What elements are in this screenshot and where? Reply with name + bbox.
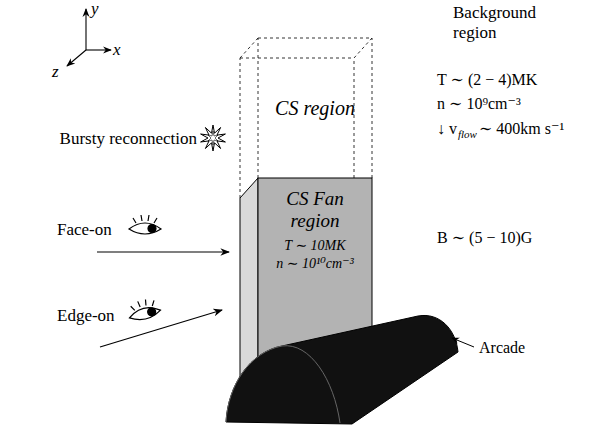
view-label: Face-on: [57, 220, 112, 240]
region-heading: Background region: [453, 3, 553, 42]
region-title: CS region: [275, 97, 355, 120]
eye-outline: [128, 304, 162, 322]
dashed-edge: [240, 58, 354, 59]
dashed-edge: [354, 38, 372, 58]
view-label: Edge-on: [57, 306, 115, 326]
dashed-edge: [258, 38, 372, 39]
arcade-shape: [226, 315, 458, 424]
region-box: CS region: [258, 38, 372, 178]
eye-icon: [129, 215, 161, 234]
z-axis: [67, 50, 86, 66]
region-value: n ∼ 10¹⁰cm⁻³: [276, 256, 353, 272]
axis-label: y: [91, 0, 99, 19]
eye-icon: [126, 297, 162, 323]
view-arrow: [100, 310, 222, 347]
burst-symbol: [201, 125, 226, 151]
arcade-leader: [452, 338, 474, 347]
parameter-label: T ∼ (2 − 4)MK: [437, 71, 537, 89]
arcade-front-edge: [226, 346, 340, 423]
dashed-edge: [240, 38, 258, 58]
fan-region-box: CS Fan region T ∼ 10MK n ∼ 10¹⁰cm⁻³: [258, 178, 372, 326]
eye-lashes: [130, 298, 155, 312]
parameter-label: B ∼ (5 − 10)G: [437, 229, 532, 247]
dashed-edge: [372, 38, 373, 178]
parameter-row: ↓ vflow∼ 400km s⁻¹: [437, 120, 564, 138]
region-value: T ∼ 10MK: [284, 238, 345, 254]
eye-lashes: [133, 215, 157, 223]
dashed-edge: [240, 58, 241, 198]
event-label: Bursty reconnection: [60, 129, 197, 149]
region-title: CS Fan region: [268, 188, 362, 232]
part-label: Arcade: [479, 339, 525, 357]
parameter-label: ↓ v: [437, 120, 457, 138]
eye-pupil: [148, 225, 156, 233]
axis-label: x: [113, 40, 121, 60]
y-axis: [85, 9, 86, 50]
cs-region-outline: [240, 38, 372, 198]
eye-outline: [129, 223, 161, 234]
axis-label: z: [52, 62, 59, 82]
eye-pupil: [147, 307, 157, 317]
view-arrow: [97, 251, 229, 252]
axes-icon: [67, 9, 111, 66]
parameter-label: ∼ 400km s⁻¹: [479, 120, 564, 138]
x-axis: [86, 49, 111, 50]
burst-core: [208, 131, 218, 145]
subscript-label: flow: [458, 128, 477, 141]
slab-side: [240, 178, 258, 380]
parameter-label: n ∼ 10⁹cm⁻³: [437, 95, 521, 113]
dashed-edge: [258, 38, 259, 178]
